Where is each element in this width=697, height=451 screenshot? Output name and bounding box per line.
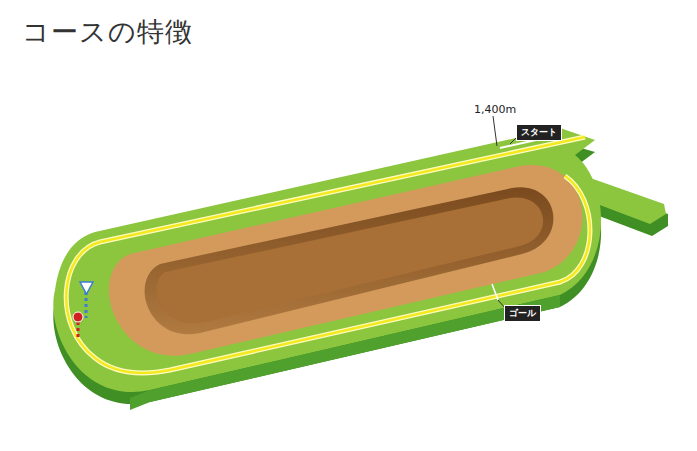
page-title: コースの特徴	[22, 14, 193, 50]
marker-tag: スタート	[516, 124, 562, 141]
marker-tag: ゴール	[504, 305, 541, 322]
tag-text: ゴール	[505, 306, 540, 321]
distance-label: 1,400m	[474, 103, 516, 116]
tag-text: スタート	[517, 125, 561, 140]
